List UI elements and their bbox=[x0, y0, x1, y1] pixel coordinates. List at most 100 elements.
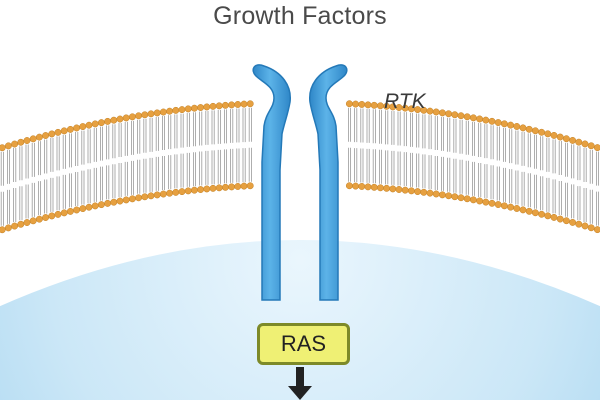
lipid-head bbox=[457, 112, 465, 120]
lipid-head bbox=[457, 194, 465, 202]
lipid-head bbox=[60, 209, 68, 217]
lipid-tail bbox=[230, 148, 234, 183]
lipid-head bbox=[147, 110, 155, 118]
lipid-head bbox=[438, 109, 446, 117]
lipid-head bbox=[29, 217, 37, 225]
lipid-tail bbox=[348, 147, 351, 182]
lipid-head bbox=[376, 184, 384, 192]
lipid-head bbox=[190, 104, 198, 112]
lipid-head bbox=[476, 197, 484, 205]
lipid-tail bbox=[527, 133, 531, 168]
lipid-tail bbox=[62, 174, 66, 209]
lipid-head bbox=[383, 184, 391, 192]
lipid-head bbox=[141, 193, 149, 201]
lipid-head bbox=[507, 121, 515, 129]
lipid-head bbox=[494, 119, 502, 126]
rtk-receptor bbox=[252, 64, 348, 301]
lipid-head bbox=[234, 183, 242, 190]
lipid-head bbox=[141, 111, 149, 119]
lipid-head bbox=[482, 198, 490, 206]
lipid-tail bbox=[441, 116, 444, 151]
lipid-tail bbox=[360, 148, 364, 183]
lipid-head bbox=[215, 184, 223, 192]
lipid-head bbox=[29, 135, 37, 143]
lipid-tail bbox=[81, 130, 85, 165]
lipid-tail bbox=[447, 117, 451, 152]
lipid-head bbox=[209, 184, 217, 192]
lipid-head bbox=[395, 186, 403, 193]
lipid-head bbox=[587, 224, 595, 232]
lipid-head bbox=[451, 111, 459, 119]
lipid-tail bbox=[236, 108, 240, 143]
rtk-right-arm bbox=[309, 64, 348, 301]
lipid-head bbox=[159, 108, 167, 116]
lipid-head bbox=[215, 102, 223, 110]
lipid-head bbox=[370, 101, 378, 109]
lipid-head bbox=[432, 108, 440, 116]
lipid-tail bbox=[112, 164, 116, 199]
lipid-tail bbox=[124, 121, 128, 156]
lipid-head bbox=[370, 183, 378, 191]
lipid-head bbox=[513, 123, 521, 130]
lipid-head bbox=[104, 117, 112, 125]
lipid-head bbox=[91, 202, 99, 210]
lipid-head bbox=[451, 193, 459, 201]
lipid-tail bbox=[168, 115, 172, 150]
lipid-tail bbox=[118, 163, 122, 198]
lipid-tail bbox=[56, 136, 60, 171]
lipid-tail bbox=[503, 167, 506, 202]
lipid-tail bbox=[521, 171, 525, 206]
lipid-tail bbox=[354, 148, 358, 183]
lipid-tail bbox=[577, 186, 581, 221]
lipid-tail bbox=[509, 129, 513, 164]
lipid-tail bbox=[521, 131, 525, 166]
lipid-tail bbox=[217, 109, 221, 144]
lipid-tail bbox=[87, 129, 91, 164]
lipid-tail bbox=[25, 144, 29, 179]
lipid-head bbox=[116, 197, 124, 205]
lipid-head bbox=[166, 107, 174, 115]
lipid-tail bbox=[366, 108, 370, 143]
lipid-head bbox=[116, 115, 124, 123]
lipid-tail bbox=[385, 110, 389, 145]
lipid-head bbox=[153, 109, 161, 117]
lipid-head bbox=[414, 188, 422, 196]
lipid-tail bbox=[143, 158, 147, 193]
lipid-tail bbox=[496, 126, 500, 161]
lipid-tail bbox=[459, 119, 463, 154]
ras-box: RAS bbox=[257, 323, 350, 365]
lipid-head bbox=[426, 189, 434, 197]
lipid-tail bbox=[50, 177, 54, 212]
lipid-tail bbox=[453, 118, 457, 153]
lipid-tail bbox=[596, 151, 599, 186]
lipid-head bbox=[48, 212, 56, 220]
lipid-tail bbox=[143, 118, 147, 153]
lipid-tail bbox=[162, 156, 165, 191]
lipid-head bbox=[401, 186, 409, 194]
lipid-head bbox=[203, 103, 211, 111]
lipid-head bbox=[575, 138, 583, 146]
lipid-tail bbox=[118, 123, 122, 158]
lipid-tail bbox=[422, 114, 426, 149]
lipid-tail bbox=[534, 174, 537, 209]
lipid-head bbox=[85, 121, 93, 129]
lipid-head bbox=[73, 124, 81, 132]
lipid-head bbox=[66, 207, 74, 215]
lipid-head bbox=[507, 203, 515, 211]
lipid-tail bbox=[441, 156, 444, 191]
lipid-head bbox=[178, 188, 186, 196]
lipid-tail bbox=[410, 152, 413, 187]
lipid-head bbox=[246, 100, 254, 108]
lipid-tail bbox=[131, 160, 134, 195]
lipid-head bbox=[85, 203, 93, 211]
lipid-tail bbox=[7, 189, 10, 224]
lipid-head bbox=[228, 183, 236, 191]
lipid-head bbox=[593, 144, 600, 152]
lipid-head bbox=[190, 186, 198, 194]
lipid-tail bbox=[583, 147, 587, 182]
lipid-tail bbox=[81, 170, 85, 205]
lipid-head bbox=[172, 188, 180, 196]
lipid-head bbox=[221, 183, 229, 191]
